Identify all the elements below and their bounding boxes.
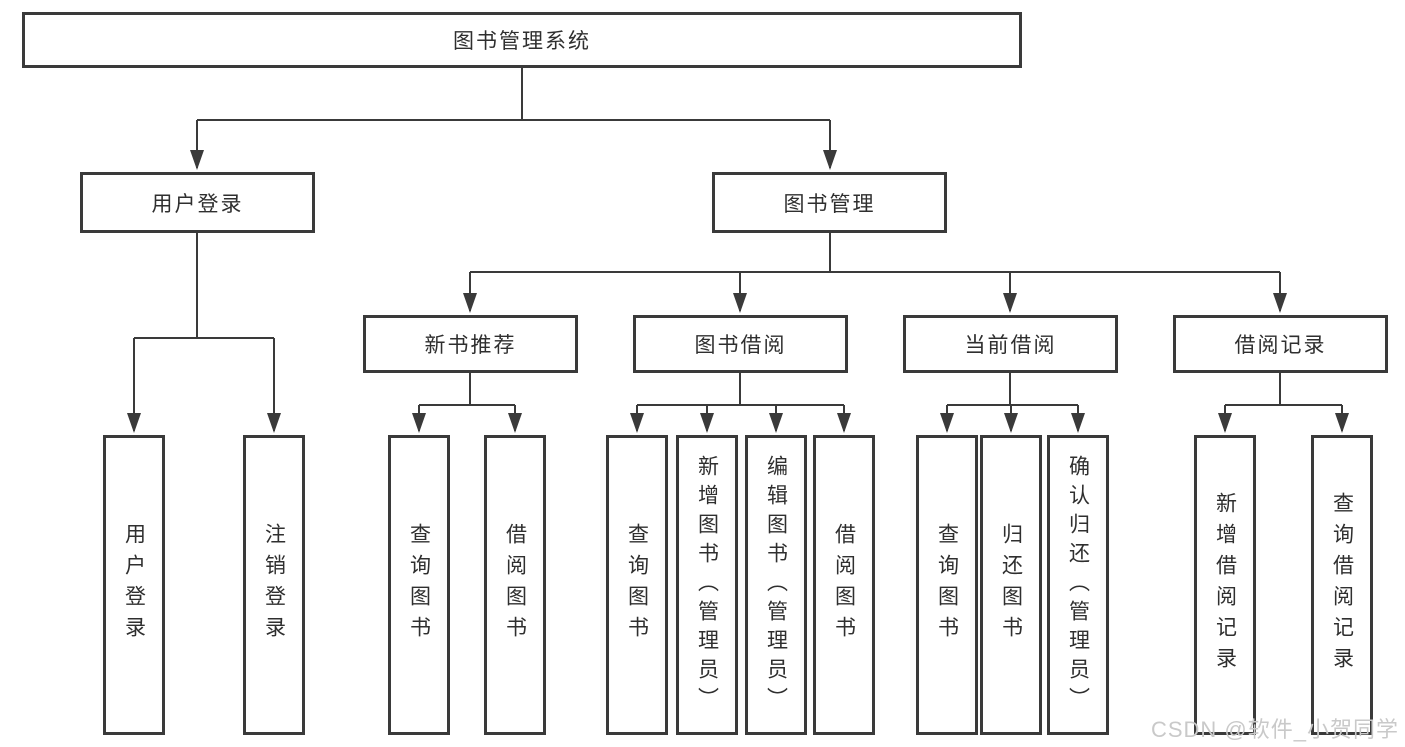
node-book-borrow: 图书借阅 xyxy=(633,315,848,373)
leaf-query-books-3: 查询图书 xyxy=(916,435,978,735)
leaf-query-books-2: 查询图书 xyxy=(606,435,668,735)
node-new-book-recommend: 新书推荐 xyxy=(363,315,578,373)
leaf-borrow-books-1: 借阅图书 xyxy=(484,435,546,735)
node-library-management-system: 图书管理系统 xyxy=(22,12,1022,68)
leaf-borrow-books-2: 借阅图书 xyxy=(813,435,875,735)
node-book-management: 图书管理 xyxy=(712,172,947,233)
node-borrow-records: 借阅记录 xyxy=(1173,315,1388,373)
leaf-query-borrow-record: 查询借阅记录 xyxy=(1311,435,1373,735)
leaf-add-book-admin: 新增图书（管理员） xyxy=(676,435,738,735)
leaf-query-books-1: 查询图书 xyxy=(388,435,450,735)
leaf-return-book: 归还图书 xyxy=(980,435,1042,735)
csdn-watermark: CSDN @软件_小贺同学 xyxy=(1150,717,1399,742)
leaf-logout: 注销登录 xyxy=(243,435,305,735)
node-current-borrow: 当前借阅 xyxy=(903,315,1118,373)
leaf-edit-book-admin: 编辑图书（管理员） xyxy=(745,435,807,735)
leaf-confirm-return-admin: 确认归还（管理员） xyxy=(1047,435,1109,735)
node-user-login: 用户登录 xyxy=(80,172,315,233)
leaf-user-login: 用户登录 xyxy=(103,435,165,735)
leaf-add-borrow-record: 新增借阅记录 xyxy=(1194,435,1256,735)
